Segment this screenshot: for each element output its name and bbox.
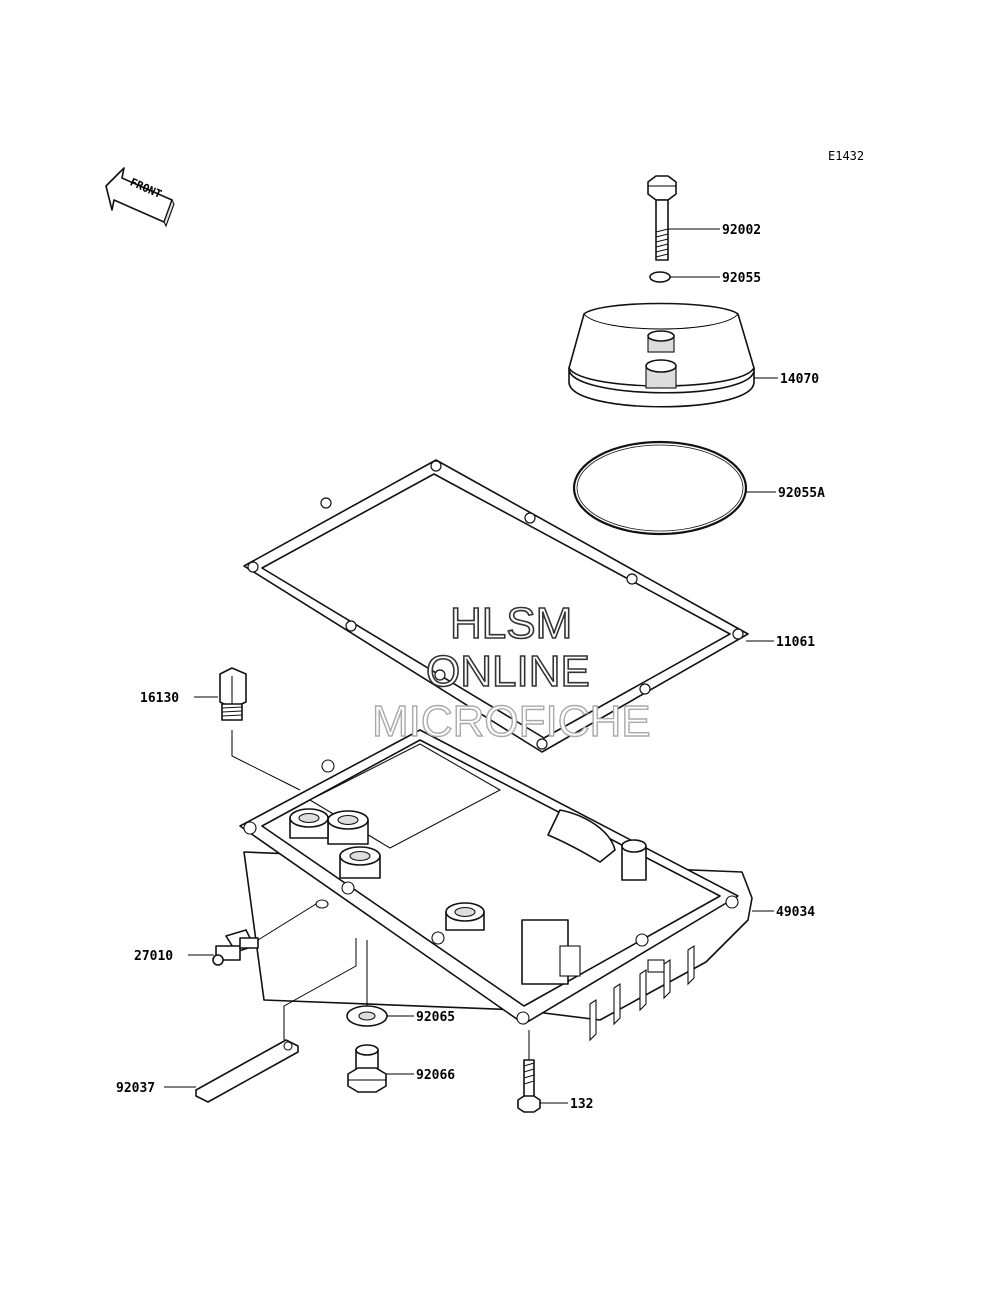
oil-pressure-switch-27010[interactable] — [212, 929, 259, 966]
callout-27010: 27010 — [134, 949, 173, 964]
watermark-line-3: MICROFICHE — [372, 697, 651, 746]
callout-49034: 49034 — [776, 905, 815, 920]
bolt-132[interactable] — [517, 1059, 541, 1113]
watermark-line-2: ONLINE — [426, 647, 590, 696]
oil-pan-gasket-11061[interactable] — [243, 459, 749, 753]
o-ring-92055a[interactable] — [572, 440, 748, 536]
front-arrow-icon: FRONT — [105, 167, 175, 228]
callout-92066: 92066 — [416, 1068, 455, 1083]
callout-92065: 92065 — [416, 1010, 455, 1025]
bolt-92002[interactable] — [647, 175, 677, 261]
oil-pan-49034[interactable] — [239, 729, 753, 1042]
callout-11061: 11061 — [776, 635, 815, 650]
oil-pipe-nipple-16130[interactable] — [219, 667, 247, 721]
oil-strainer-plate-92037[interactable] — [195, 1039, 299, 1103]
watermark-line-1: HLSM — [450, 599, 572, 648]
diagram-code: E1432 — [828, 149, 864, 163]
oil-filter-cover-14070[interactable] — [568, 302, 755, 408]
drain-plug-92066[interactable] — [347, 1044, 387, 1093]
washer-92065[interactable] — [346, 1005, 388, 1027]
callout-92055a: 92055A — [778, 486, 825, 501]
callout-92055: 92055 — [722, 271, 761, 286]
leader-lines — [164, 228, 778, 1104]
callout-16130: 16130 — [140, 691, 179, 706]
callout-132: 132 — [570, 1097, 593, 1112]
callout-92037: 92037 — [116, 1081, 155, 1096]
callout-14070: 14070 — [780, 372, 819, 387]
o-ring-92055[interactable] — [649, 271, 671, 283]
callout-92002: 92002 — [722, 223, 761, 238]
